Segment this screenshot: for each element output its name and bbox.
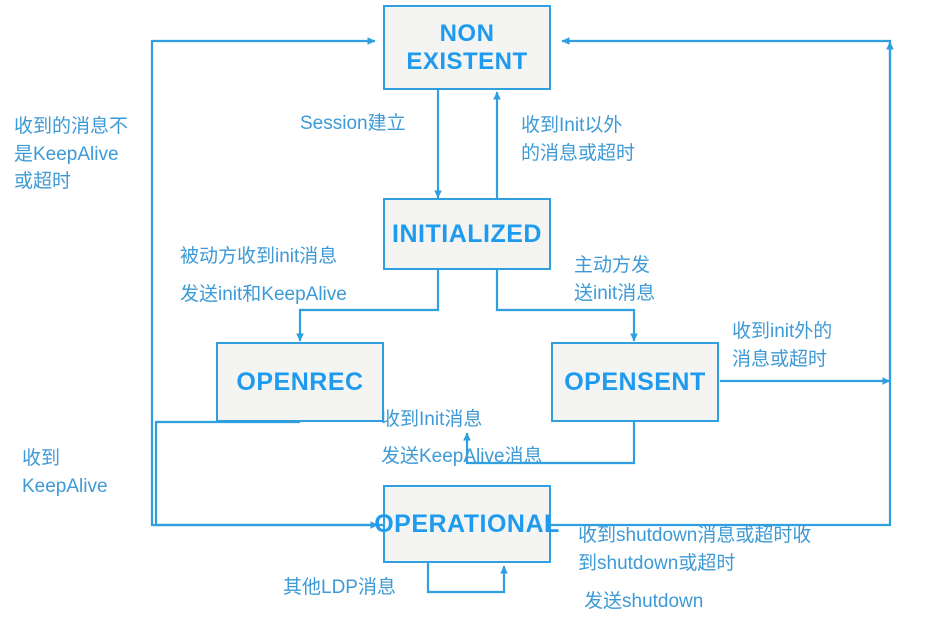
edge-opensent-to-operational bbox=[463, 422, 636, 465]
label-send-shutdown: 发送shutdown bbox=[584, 591, 704, 612]
edge-openrec-to-operational bbox=[154, 420, 379, 529]
label-active-send-init: 主动方发 送init消息 bbox=[574, 255, 656, 304]
edge-initialized-to-opensent bbox=[495, 269, 638, 342]
label-recv-shutdown-or-timeout: 收到shutdown消息或超时收 到shutdown或超时 bbox=[578, 525, 812, 574]
edge-operational-self-loop bbox=[426, 563, 508, 594]
state-initialized[interactable]: INITIALIZED bbox=[383, 198, 551, 270]
state-operational-label: OPERATIONAL bbox=[374, 509, 560, 538]
edge-right-rail-to-nonexistent bbox=[561, 37, 892, 381]
label-not-keepalive-or-timeout: 收到的消息不 是KeepAlive 或超时 bbox=[14, 116, 129, 193]
state-openrec-label: OPENREC bbox=[236, 367, 364, 396]
state-initialized-label: INITIALIZED bbox=[392, 219, 542, 248]
label-send-init-and-keepalive: 发送init和KeepAlive bbox=[180, 284, 347, 305]
label-other-ldp-msg: 其他LDP消息 bbox=[283, 577, 396, 598]
label-non-init-msg-or-timeout: 收到Init以外 的消息或超时 bbox=[521, 115, 636, 164]
state-opensent[interactable]: OPENSENT bbox=[551, 342, 719, 422]
label-session-established: Session建立 bbox=[300, 113, 406, 134]
edge-operational-to-nonexistent-right bbox=[551, 41, 894, 527]
state-opensent-label: OPENSENT bbox=[564, 367, 706, 396]
label-recv-init-msg: 收到Init消息 bbox=[381, 409, 483, 430]
edge-initialized-to-openrec bbox=[296, 269, 440, 342]
state-operational[interactable]: OPERATIONAL bbox=[374, 485, 559, 563]
label-send-keepalive-msg: 发送KeepAlive消息 bbox=[381, 446, 543, 467]
state-openrec[interactable]: OPENREC bbox=[216, 342, 384, 422]
label-non-init-msg-or-timeout-right: 收到init外的 消息或超时 bbox=[732, 321, 833, 370]
label-recv-keepalive: 收到 KeepAlive bbox=[22, 448, 108, 497]
label-passive-recv-init: 被动方收到init消息 bbox=[180, 246, 338, 267]
state-non-existent-label: NON EXISTENT bbox=[406, 19, 528, 75]
state-non-existent[interactable]: NON EXISTENT bbox=[383, 5, 551, 90]
